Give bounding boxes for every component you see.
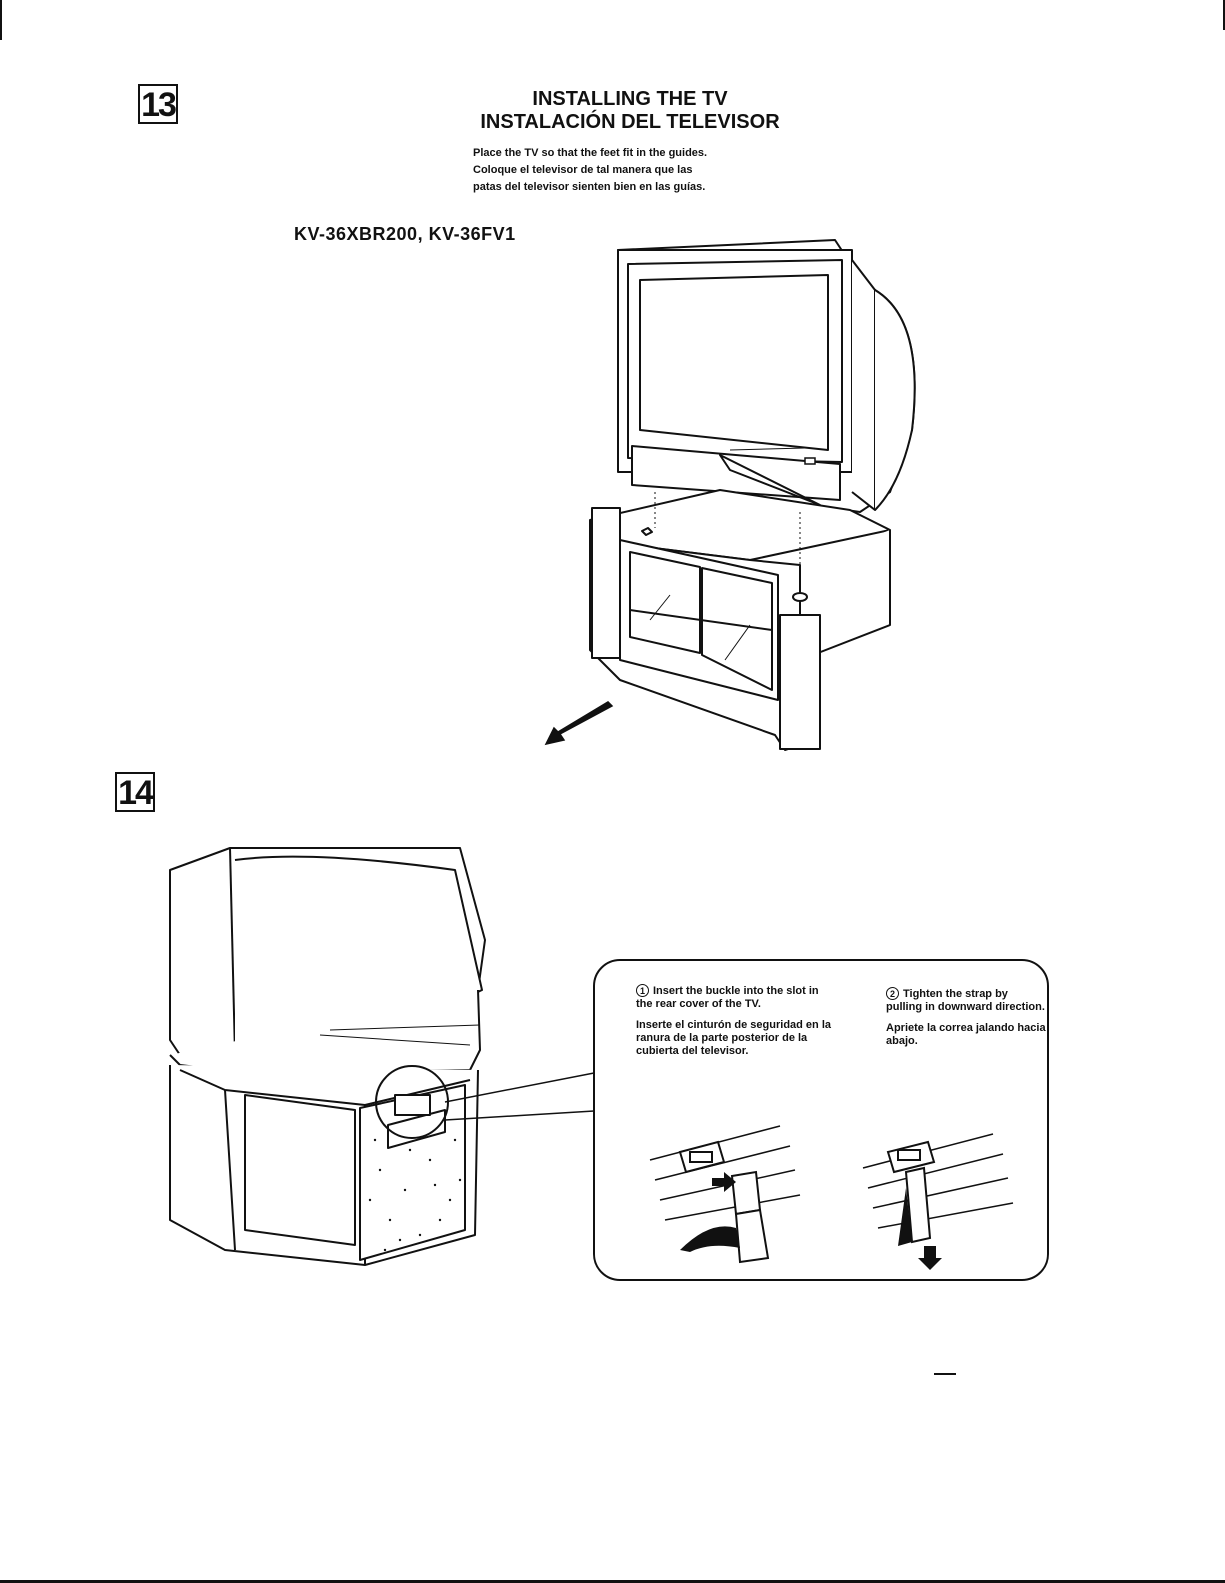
arrow-icon [544, 701, 614, 746]
scan-edge-left [0, 0, 2, 40]
step-number-14: 14 [115, 772, 155, 812]
tv-rear-illustration [169, 847, 486, 1266]
page-title-en: INSTALLING THE TV [532, 88, 728, 110]
instruction-line-2: Coloque el televisor de tal manera que l… [473, 164, 693, 176]
page-mark [934, 1373, 956, 1375]
callout-step-2-number: 2 [886, 987, 899, 1000]
step-number-13: 13 [138, 84, 178, 124]
buckle-illustration [649, 1125, 801, 1264]
instruction-line-3: patas del televisor sienten bien en las … [473, 181, 706, 193]
page-title-es: INSTALACIÓN DEL TELEVISOR [480, 111, 780, 133]
model-label: KV-36XBR200, KV-36FV1 [294, 224, 516, 244]
callout-step-1-number: 1 [636, 984, 649, 997]
callout-step-2-es: Apriete la correa jalando hacia abajo. [886, 1022, 1046, 1047]
strap-illustration [862, 1133, 1014, 1270]
instruction-line-1: Place the TV so that the feet fit in the… [473, 147, 708, 159]
tv-on-stand-illustration [589, 239, 916, 751]
scan-edge-right [1223, 0, 1225, 30]
callout-step-1-es: Inserte el cinturón de seguridad en la r… [636, 1019, 831, 1057]
scan-edge-bottom [0, 1580, 1225, 1583]
callout-box [593, 959, 1049, 1281]
